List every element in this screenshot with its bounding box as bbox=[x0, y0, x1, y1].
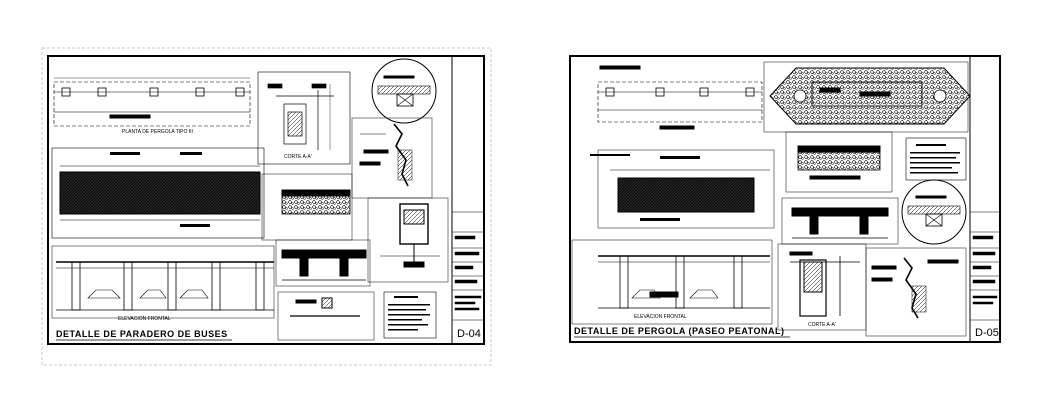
sheet-d05-elevation-label: ELEVACION FRONTAL bbox=[634, 314, 687, 320]
sheet-d04-plan-view bbox=[53, 77, 251, 127]
sheet-d05-front-elevation bbox=[571, 239, 773, 325]
sheet-d04-elevation-label: ELEVACION FRONTAL bbox=[118, 316, 171, 322]
sheet-d05-title: DETALLE DE PERGOLA (PASEO PEATONAL) bbox=[574, 326, 785, 336]
sheet-d04-notes bbox=[383, 291, 437, 339]
sheet-d05-elevation-panel bbox=[590, 149, 775, 229]
sheet-d05-section-detail bbox=[777, 243, 867, 331]
sheet-d05-stone-detail bbox=[785, 131, 893, 193]
sheet-d05-paving-plan bbox=[763, 61, 971, 133]
sheet-d05-border bbox=[569, 55, 1001, 343]
sheet-d04: D-04 PLANTA DE PERGOLA TIPO III CORT bbox=[41, 47, 492, 366]
sheet-d05-plan-view bbox=[597, 65, 763, 130]
sheet-d05-circle-detail bbox=[901, 179, 967, 245]
sheet-d04-circle-detail bbox=[371, 58, 437, 124]
sheet-d04-border bbox=[47, 55, 485, 345]
sheet-d05-title-block bbox=[970, 211, 1000, 321]
sheet-d05-notes bbox=[905, 137, 967, 181]
sheet-d04-right-details bbox=[351, 117, 449, 283]
sheet-d04-title: DETALLE DE PARADERO DE BUSES bbox=[56, 329, 228, 339]
sheet-d04-front-elevation bbox=[51, 245, 275, 319]
sheet-d05-bench-detail bbox=[781, 197, 899, 245]
sheet-d04-section-frame bbox=[257, 71, 351, 165]
sheet-d04-title-block bbox=[452, 211, 484, 321]
sheet-d04-middle-details bbox=[261, 173, 375, 341]
sheet-d04-section-label: CORTE A-A' bbox=[284, 154, 312, 160]
sheet-d05-number: D-05 bbox=[975, 327, 999, 339]
sheet-d04-elevation-panel bbox=[51, 147, 265, 239]
sheet-d05-section-label: CORTE A-A' bbox=[808, 322, 836, 328]
sheet-d04-plan-label: PLANTA DE PERGOLA TIPO III bbox=[122, 129, 193, 135]
sheet-d05: D-05 bbox=[569, 55, 1001, 343]
sheet-d05-footing-detail bbox=[865, 247, 967, 337]
sheet-d04-paper-boundary bbox=[41, 47, 492, 366]
sheet-d04-section-detail bbox=[267, 83, 334, 150]
sheet-d04-number: D-04 bbox=[457, 328, 481, 340]
